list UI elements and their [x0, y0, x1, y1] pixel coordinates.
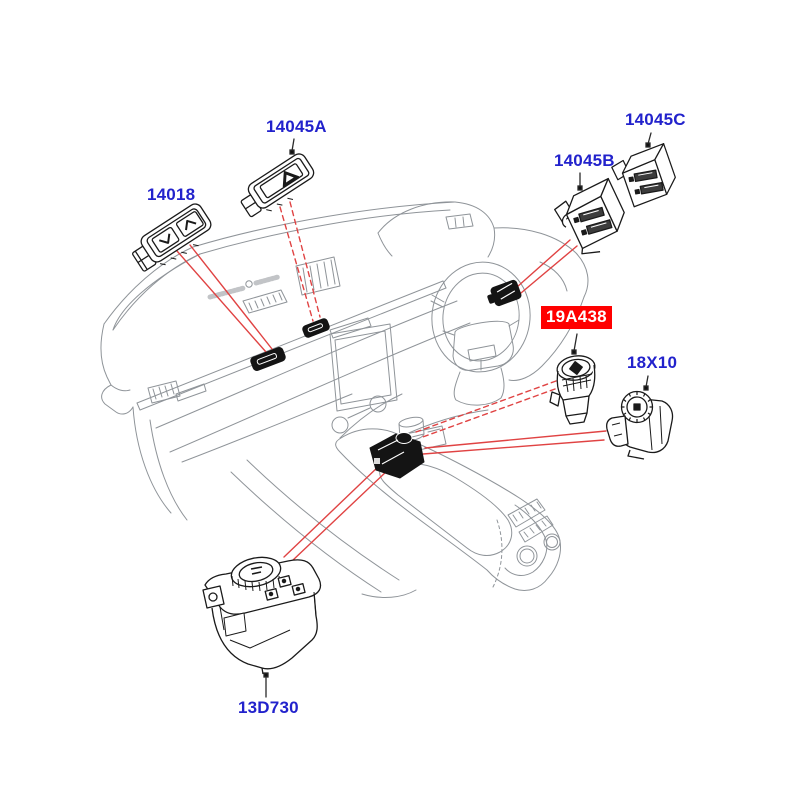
dash-switch-blank-drawings [250, 318, 330, 371]
part-14018-drawing [132, 203, 212, 272]
part-label-13D730[interactable]: 13D730 [238, 698, 299, 717]
console-switch-drawing [369, 432, 425, 479]
part-14045B-drawing [554, 177, 625, 255]
red-leader-lines [176, 201, 607, 562]
part-18X10-drawing [606, 390, 674, 460]
part-14045A-drawing [240, 153, 315, 218]
part-label-14045A[interactable]: 14045A [266, 117, 327, 136]
wheel-switch-drawing [487, 279, 522, 307]
part-14045C-drawing [611, 143, 676, 208]
part-label-14018[interactable]: 14018 [147, 185, 196, 204]
part-label-19A438-highlighted[interactable]: 19A438 [541, 306, 612, 329]
part-13D730-drawing [202, 556, 322, 675]
part-label-18X10[interactable]: 18X10 [627, 353, 678, 372]
steering-wheel-drawing [430, 261, 531, 406]
part-19A438-drawing [549, 355, 596, 425]
part-label-14045C[interactable]: 14045C [625, 110, 686, 129]
part-label-14045B[interactable]: 14045B [554, 151, 615, 170]
dashboard-drawing [100, 201, 589, 598]
